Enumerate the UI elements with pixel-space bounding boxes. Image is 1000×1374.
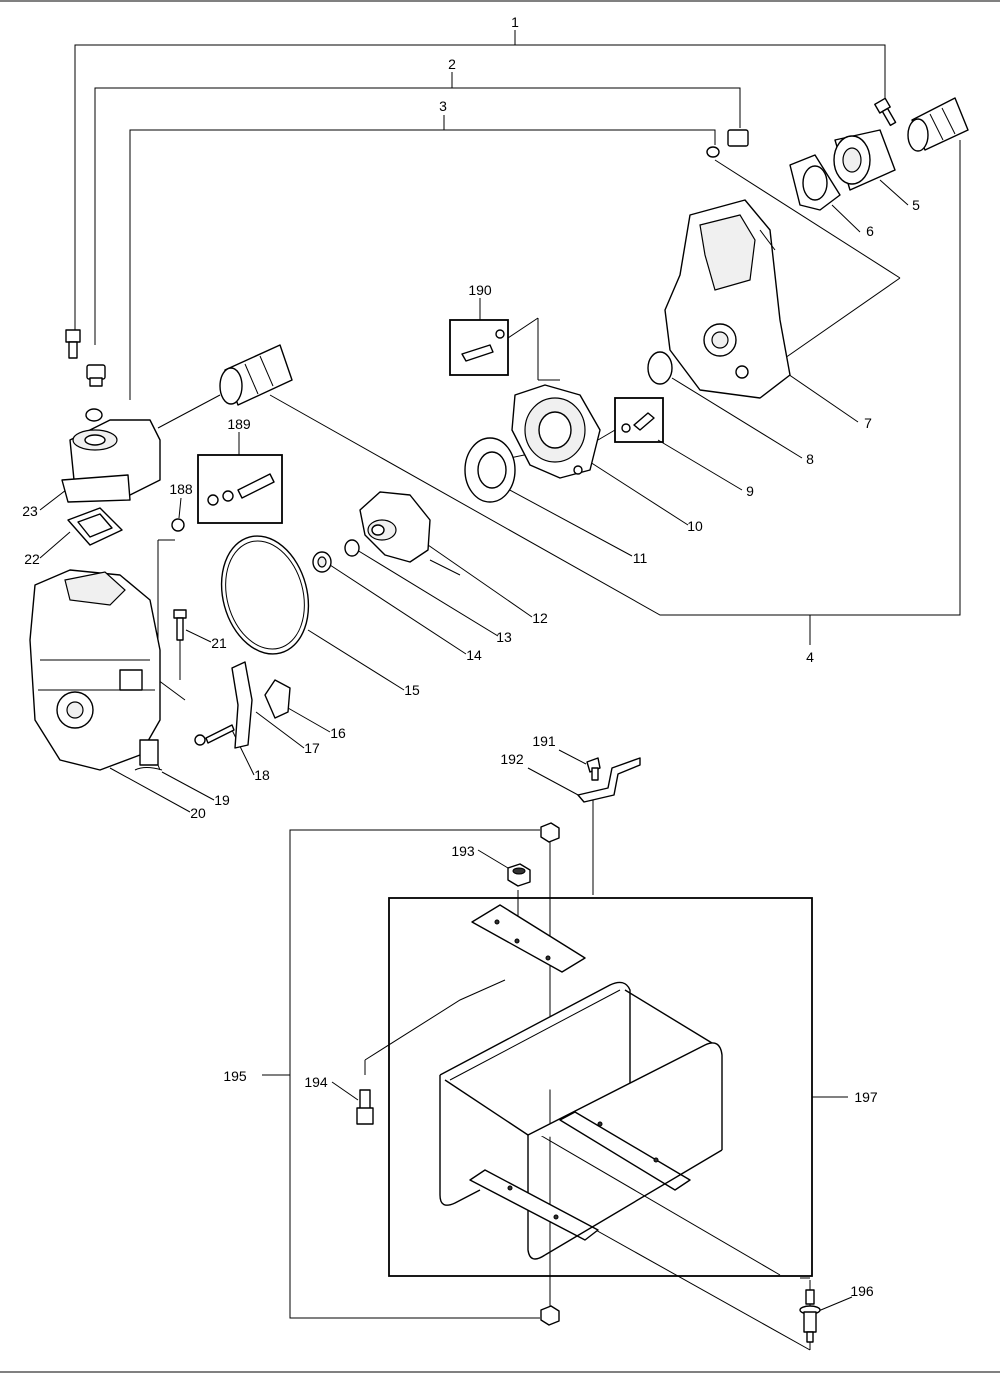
bolt-part-194: [356, 1089, 374, 1125]
mount-part-196: [799, 1289, 821, 1343]
bolt-part-21: [173, 609, 187, 641]
part-label-1: 1: [511, 14, 519, 30]
part-label-17: 17: [304, 740, 320, 756]
part-label-21: 21: [211, 635, 227, 651]
bolt-part-1: [874, 97, 897, 127]
part-label-23: 23: [22, 503, 38, 519]
part-label-12: 12: [532, 610, 548, 626]
hose-coupling-part-4-center: [219, 344, 293, 406]
plug-part-2: [86, 129, 749, 387]
lever-part-17: [231, 661, 253, 749]
eye-bolt-part-18: [194, 724, 235, 746]
nut-part-193: [507, 822, 560, 1326]
part-label-195: 195: [223, 1068, 247, 1084]
impeller-part-12: [359, 491, 431, 563]
part-label-191: 191: [532, 733, 556, 749]
part-label-7: 7: [864, 415, 872, 431]
bolt-part-1-left: [65, 329, 81, 359]
part-label-15: 15: [404, 682, 420, 698]
pump-cover-part-7: [664, 199, 791, 399]
bearing-housing-part-10: [511, 384, 601, 479]
o-ring-part-8: [647, 351, 673, 385]
part-label-18: 18: [254, 767, 270, 783]
part-label-16: 16: [330, 725, 346, 741]
part-label-14: 14: [466, 647, 482, 663]
o-ring-part-3: [85, 146, 720, 422]
frame-part-197: [388, 897, 813, 1277]
nut-part-188: [171, 518, 185, 532]
screw-part-9: [614, 397, 664, 443]
part-label-20: 20: [190, 805, 206, 821]
part-label-2: 2: [448, 56, 456, 72]
pump-body-part-20: [29, 569, 161, 771]
part-label-13: 13: [496, 629, 512, 645]
seal-part-14: [312, 551, 332, 573]
part-label-196: 196: [850, 1283, 874, 1299]
part-label-192: 192: [500, 751, 524, 767]
o-ring-part-15: [220, 535, 310, 655]
part-label-188: 188: [169, 481, 193, 497]
part-label-190: 190: [468, 282, 492, 298]
part-label-11: 11: [633, 550, 648, 566]
part-label-4: 4: [806, 649, 814, 665]
part-label-9: 9: [746, 483, 754, 499]
wing-nut-part-16: [264, 679, 291, 719]
part-label-197: 197: [854, 1089, 878, 1105]
part-label-19: 19: [214, 792, 230, 808]
part-label-5: 5: [912, 197, 920, 213]
gasket-part-6: [789, 154, 841, 211]
part-label-189: 189: [227, 416, 251, 432]
leader-lines: [39, 30, 961, 1351]
part-label-194: 194: [304, 1074, 328, 1090]
gasket-part-22: [67, 507, 123, 546]
wing-bolt-part-191: [586, 757, 601, 781]
part-label-3: 3: [439, 98, 447, 114]
bolt-set-part-189: [197, 454, 283, 524]
part-label-10: 10: [687, 518, 703, 534]
part-label-22: 22: [24, 551, 40, 567]
part-label-193: 193: [451, 843, 475, 859]
gasket-part-11: [464, 437, 516, 503]
hose-coupling-part-4: [907, 97, 969, 152]
screw-set-part-190: [449, 319, 509, 376]
pin-part-19: [134, 767, 163, 771]
part-label-6: 6: [866, 223, 874, 239]
bracket-part-192: [577, 757, 641, 803]
part-labels: 1234567891011121314151617181920212223188…: [22, 14, 920, 1299]
part-label-8: 8: [806, 451, 814, 467]
elbow-part-23: [61, 419, 161, 503]
flange-part-5: [833, 129, 896, 191]
washer-part-13: [344, 539, 360, 557]
